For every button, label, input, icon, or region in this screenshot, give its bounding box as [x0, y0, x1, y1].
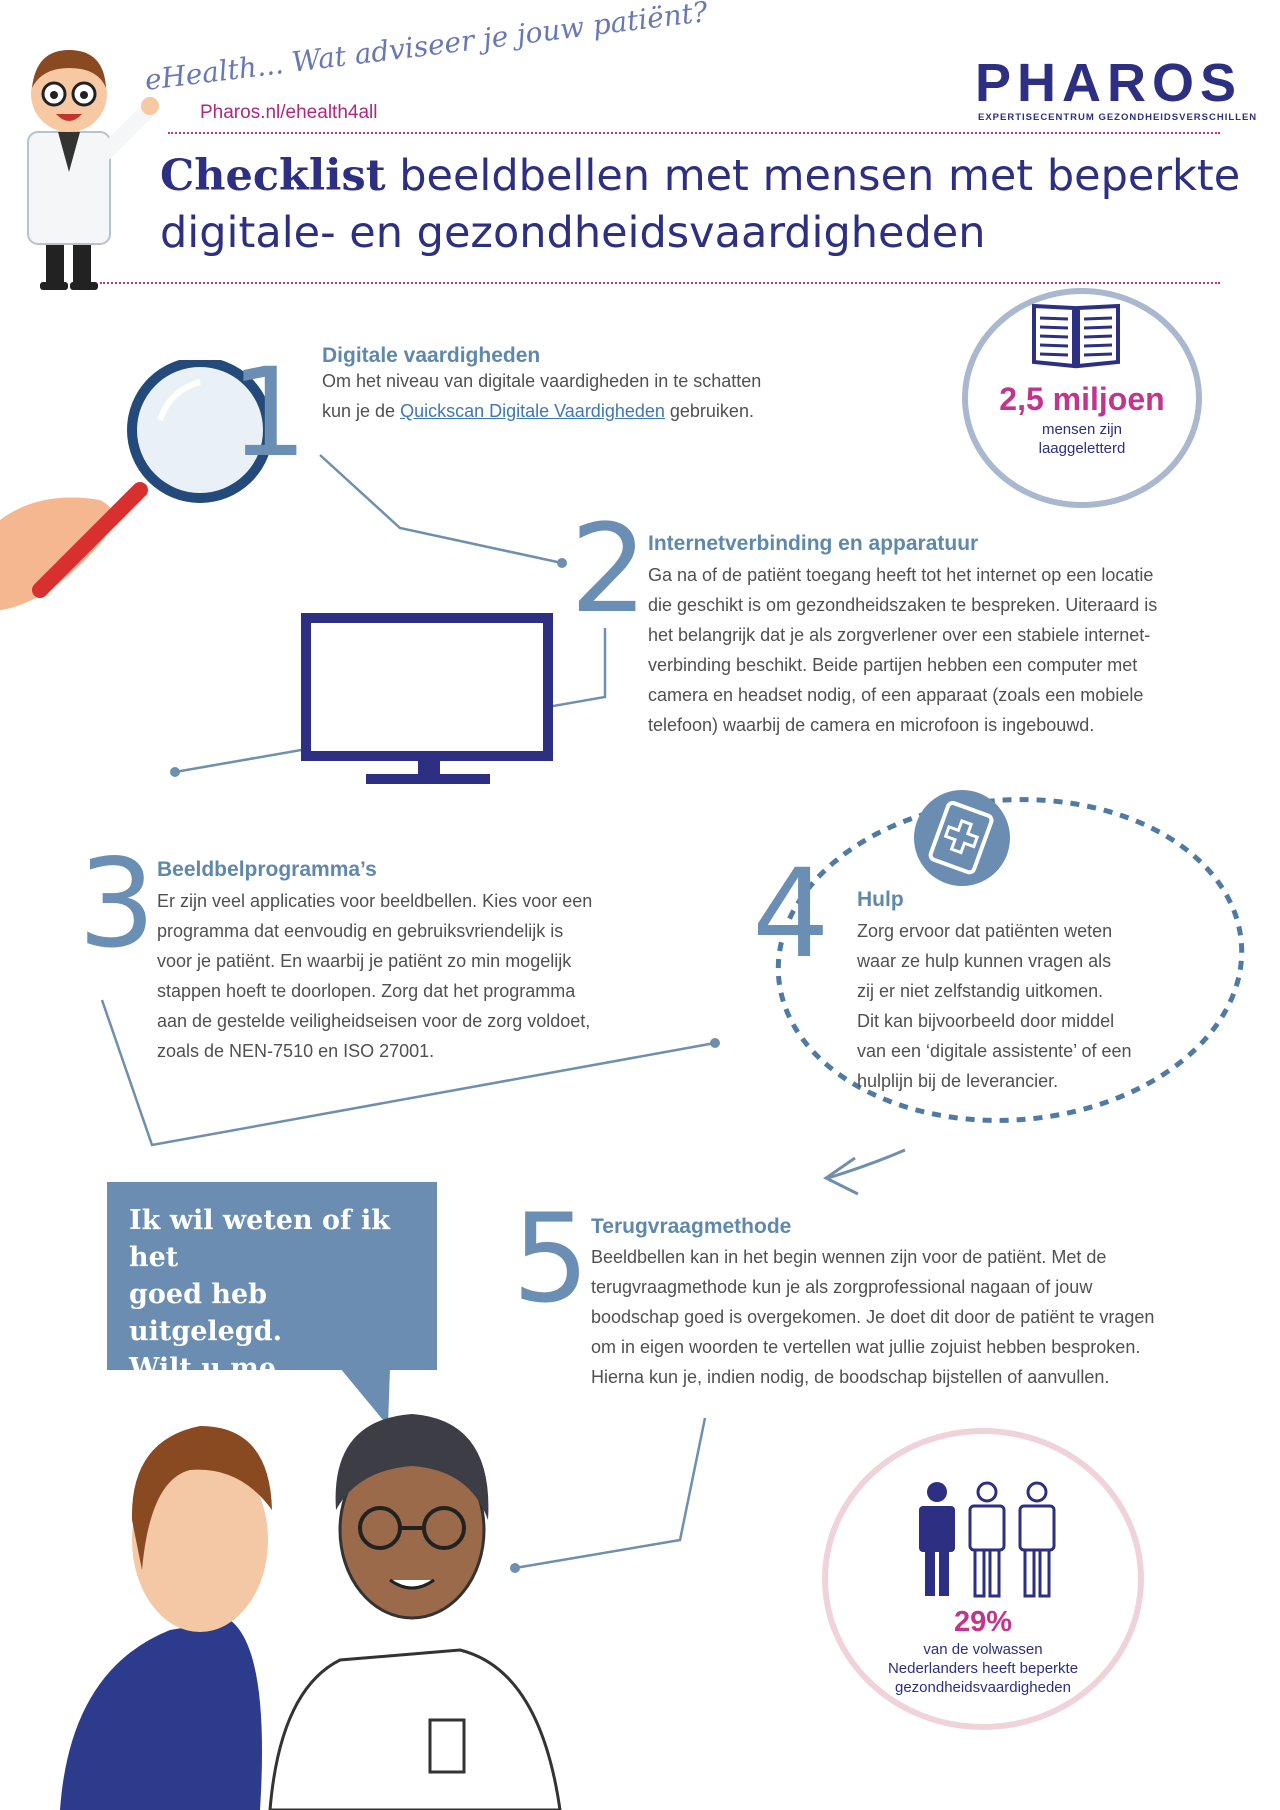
stat-literacy-line1: mensen zijn [1041, 421, 1123, 438]
stat-literacy-circle [962, 288, 1202, 508]
text-line: Dit kan bijvoorbeeld door middel [857, 1011, 1115, 1031]
text-line: programma dat eenvoudig en gebruiksvrien… [157, 921, 564, 941]
text-line: telefoon) waarbij de camera en microfoon… [648, 715, 1095, 735]
step-heading: Internetverbinding en apparatuur [648, 532, 979, 555]
stat-health-line1: van de volwassen [923, 1641, 1043, 1658]
monitor-icon [301, 613, 553, 784]
bubble-line: Ik wil weten of ik het [129, 1205, 390, 1273]
book-icon [1032, 303, 1120, 369]
step-number: 4 [752, 843, 830, 985]
doctor-illustration-icon [27, 50, 159, 290]
step1-line2-end: gebruiken. [664, 401, 754, 421]
text-line: zoals de NEN-7510 en ISO 27001. [157, 1041, 435, 1061]
quickscan-link[interactable]: Quickscan Digitale Vaardigheden [400, 401, 665, 421]
stat-health-circle [822, 1428, 1144, 1730]
step-text: Er zijn veel applicaties voor beeldbelle… [157, 886, 677, 1066]
step-heading: Digitale vaardigheden [322, 344, 541, 367]
step-heading: Hulp [857, 888, 904, 911]
step-text: Zorg ervoor dat patiënten weten waar ze … [857, 916, 1177, 1096]
stat-health-value: 29% [953, 1606, 1013, 1638]
text-line: camera en headset nodig, of een apparaat… [648, 685, 1144, 705]
divider [168, 132, 1220, 134]
people-icon [919, 1481, 1056, 1598]
text-line: om in eigen woorden te vertellen wat jul… [591, 1337, 1141, 1357]
stat-health-line2: Nederlanders heeft beperkte [887, 1660, 1079, 1677]
magnifier-icon [0, 360, 273, 610]
text-line: zij er niet zelfstandig uitkomen. [857, 981, 1104, 1001]
text-line: Zorg ervoor dat patiënten weten [857, 921, 1113, 941]
text-line: van een ‘digitale assistente’ of een [857, 1041, 1132, 1061]
divider [100, 282, 1220, 284]
text-line: het belangrijk dat je als zorgverlener o… [648, 625, 1151, 645]
patient-doctor-illustration [60, 1414, 562, 1810]
text-line: Ga na of de patiënt toegang heeft tot he… [648, 565, 1154, 585]
bubble-tail [340, 1368, 390, 1426]
step-number: 1 [230, 342, 308, 484]
tablet-medical-icon [914, 790, 1010, 886]
text-line: Er zijn veel applicaties voor beeldbelle… [157, 891, 593, 911]
bubble-line: Wilt u me vertellen [129, 1353, 277, 1421]
pharos-logo: PHAROS [975, 53, 1243, 113]
step1-line1: Om het niveau van digitale vaardigheden … [322, 371, 762, 391]
step-text: Ga na of de patiënt toegang heeft tot he… [648, 560, 1208, 740]
step-heading: Beeldbelprogramma’s [157, 858, 377, 881]
step-number: 2 [570, 498, 648, 640]
step-text: Beeldbellen kan in het begin wennen zijn… [591, 1242, 1231, 1392]
text-line: terugvraagmethode kun je als zorgprofess… [591, 1277, 1093, 1297]
text-line: Beeldbellen kan in het begin wennen zijn… [591, 1247, 1107, 1267]
logo-subtitle: EXPERTISECENTRUM GEZONDHEIDSVERSCHILLEN [978, 112, 1258, 123]
title-bold: Checklist [160, 151, 386, 201]
step1-line2-start: kun je de [322, 401, 401, 421]
stat-literacy-value: 2,5 miljoen [999, 381, 1165, 417]
step-heading: Terugvraagmethode [591, 1215, 792, 1238]
stat-literacy-line2: laaggeletterd [1038, 440, 1126, 457]
header-url[interactable]: Pharos.nl/ehealth4all [200, 102, 378, 123]
text-line: verbinding beschikt. Beide partijen hebb… [648, 655, 1138, 675]
title-line2: digitale- en gezondheidsvaardigheden [160, 208, 986, 258]
page-title: Checklist beeldbellen met mensen met bep… [160, 148, 1240, 262]
text-line: hulplijn bij de leverancier. [857, 1071, 1059, 1091]
text-line: aan de gestelde veiligheidseisen voor de… [157, 1011, 591, 1031]
text-line: voor je patiënt. En waarbij je patiënt z… [157, 951, 572, 971]
text-line: waar ze hulp kunnen vragen als [857, 951, 1112, 971]
text-line: boodschap goed is overgekomen. Je doet d… [591, 1307, 1155, 1327]
stat-health-line3: gezondheidsvaardigheden [895, 1679, 1071, 1696]
step-text: Om het niveau van digitale vaardigheden … [322, 366, 842, 426]
step-number: 5 [512, 1188, 590, 1330]
text-line: Hierna kun je, indien nodig, de boodscha… [591, 1367, 1110, 1387]
speech-bubble: Ik wil weten of ik het goed heb uitgeleg… [107, 1182, 437, 1495]
title-rest: beeldbellen met mensen met beperkte [385, 151, 1241, 201]
step-number: 3 [78, 833, 156, 975]
text-line: stappen hoeft te doorlopen. Zorg dat het… [157, 981, 576, 1001]
text-line: die geschikt is om gezondheidszaken te b… [648, 595, 1158, 615]
bubble-line: goed heb uitgelegd. [129, 1279, 283, 1347]
